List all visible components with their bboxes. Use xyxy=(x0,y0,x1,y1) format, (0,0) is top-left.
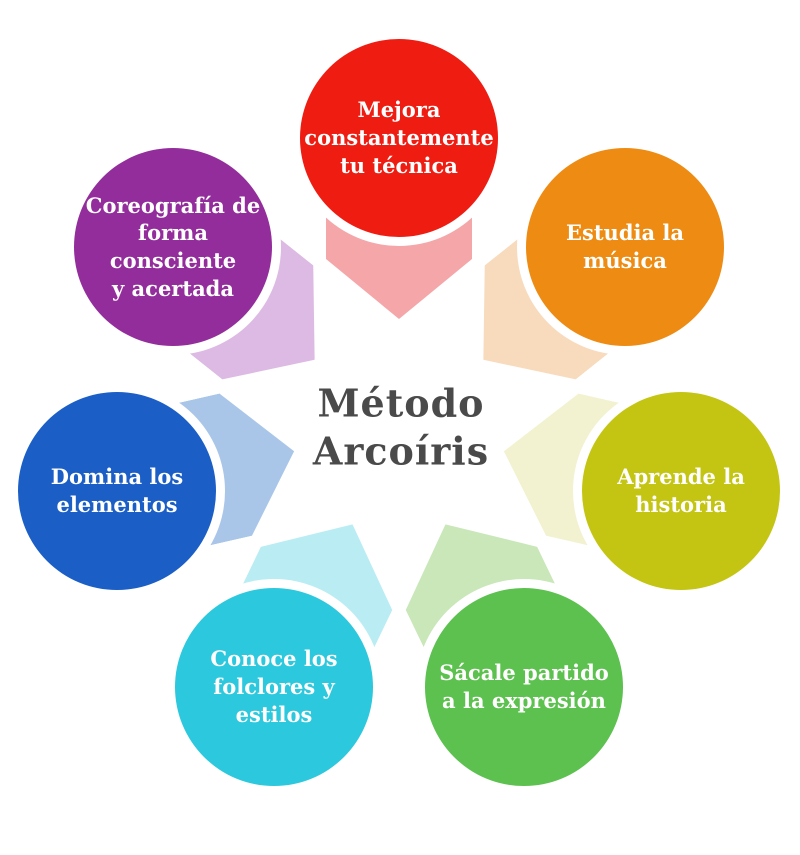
step-label-conoce-folclores: Conoce losfolclores yestilos xyxy=(210,646,338,727)
step-label-domina-elementos: Domina loselementos xyxy=(50,464,184,517)
diagram-center-title: MétodoArcoíris xyxy=(312,380,490,474)
step-label-aprende-historia: Aprende lahistoria xyxy=(617,464,745,517)
step-circle-mejora-tecnica: Mejoraconstantementetu técnica xyxy=(300,39,498,237)
step-circle-conoce-folclores: Conoce losfolclores yestilos xyxy=(175,588,373,786)
step-circle-coreografia: Coreografía deforma conscientey acertada xyxy=(74,148,272,346)
step-label-sacale-partido: Sácale partidoa la expresión xyxy=(439,660,609,713)
step-circle-sacale-partido: Sácale partidoa la expresión xyxy=(425,588,623,786)
step-label-mejora-tecnica: Mejoraconstantementetu técnica xyxy=(304,97,494,178)
step-label-coreografia: Coreografía deforma conscientey acertada xyxy=(85,192,261,301)
step-circle-estudia-musica: Estudia lamúsica xyxy=(526,148,724,346)
step-circle-aprende-historia: Aprende lahistoria xyxy=(582,392,780,590)
step-circle-domina-elementos: Domina loselementos xyxy=(18,392,216,590)
step-label-estudia-musica: Estudia lamúsica xyxy=(566,220,684,273)
